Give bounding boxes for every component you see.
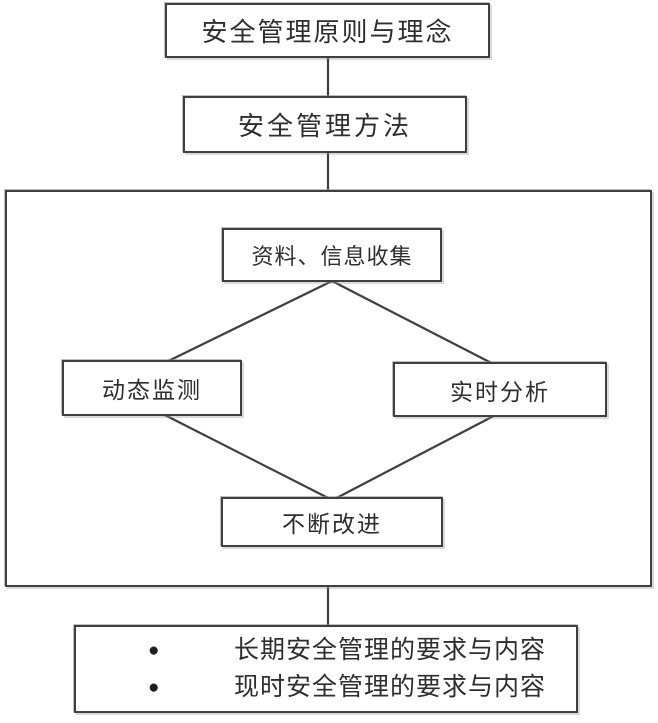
bullet-item: ● 现时安全管理的要求与内容 bbox=[76, 672, 576, 703]
bullet-icon: ● bbox=[148, 639, 161, 661]
bullet-text-current: 现时安全管理的要求与内容 bbox=[234, 674, 547, 701]
bullet-text-long-term: 长期安全管理的要求与内容 bbox=[234, 636, 547, 664]
principles-box: 安全管理原则与理念 bbox=[165, 3, 490, 58]
monitor-label: 动态监测 bbox=[102, 378, 202, 403]
principles-label: 安全管理原则与理念 bbox=[201, 18, 454, 47]
process-container-box bbox=[5, 190, 652, 587]
methods-label: 安全管理方法 bbox=[237, 112, 412, 141]
bullet-item: ● 长期安全管理的要求与内容 bbox=[76, 635, 576, 666]
monitor-box: 动态监测 bbox=[62, 360, 242, 416]
improve-box: 不断改进 bbox=[221, 497, 443, 547]
bullet-icon: ● bbox=[148, 676, 161, 698]
methods-box: 安全管理方法 bbox=[183, 96, 467, 153]
analyze-box: 实时分析 bbox=[393, 362, 607, 417]
collect-label: 资料、信息收集 bbox=[251, 244, 413, 269]
collect-box: 资料、信息收集 bbox=[222, 228, 442, 282]
analyze-label: 实时分析 bbox=[450, 379, 550, 405]
improve-label: 不断改进 bbox=[282, 512, 382, 537]
requirements-box: ● 长期安全管理的要求与内容 ● 现时安全管理的要求与内容 bbox=[74, 625, 578, 713]
